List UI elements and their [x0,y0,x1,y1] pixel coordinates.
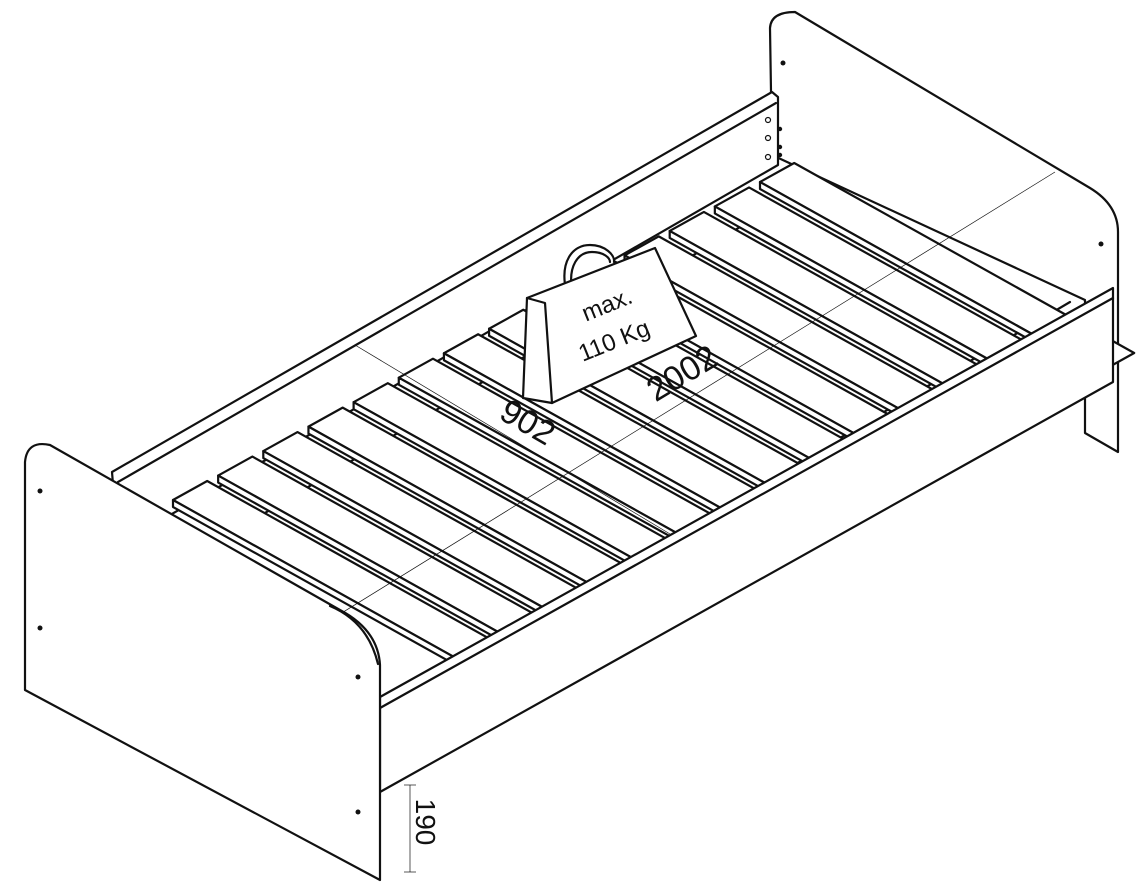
width-dimension-line [354,344,681,541]
hole [355,674,361,680]
hole [355,809,361,815]
head-panel [768,10,1120,454]
hole [37,625,43,631]
hole [777,144,783,150]
hole [780,60,786,66]
hole [764,134,772,142]
back-rail-edge [116,101,778,484]
hole [1098,241,1104,247]
hole [777,152,783,158]
hole [764,153,772,161]
front-rail-edge [378,296,1115,710]
foot-panel-edge [328,604,380,666]
hole [37,488,43,494]
hole [764,116,772,124]
hole [777,126,783,132]
length-dimension-line [229,171,1056,683]
height-label: 190 [410,799,441,846]
bag-side [521,296,554,405]
weight-bag: max. 110 Kg [521,243,698,405]
